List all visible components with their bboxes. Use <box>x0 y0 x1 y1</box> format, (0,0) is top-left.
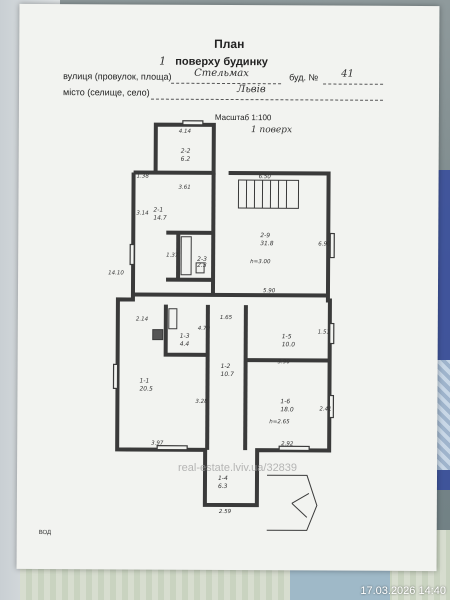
room-id: 2-9 <box>260 232 270 239</box>
dimension: 1.51 <box>318 329 330 335</box>
room-area: 6.3 <box>218 483 228 490</box>
dimension: 3.90 <box>278 359 291 365</box>
room-area: 6.2 <box>181 156 191 163</box>
height-note: h=3.00 <box>250 259 271 265</box>
dimension: 3.28 <box>195 399 208 405</box>
windows <box>112 120 335 452</box>
room-id: 1-3 <box>180 333 190 340</box>
dimension: 3.97 <box>151 441 164 447</box>
room-labels: 2-2 6.2 2-1 14.7 2-3 2.3 2-9 31.8 1-3 4.… <box>139 148 296 490</box>
room-id: 1-6 <box>280 398 290 405</box>
porch <box>266 474 318 531</box>
dimension: 14.10 <box>108 270 124 276</box>
room-id: 1-2 <box>221 363 231 370</box>
room-area: 31.8 <box>260 240 274 247</box>
room-id: 1-1 <box>139 378 149 385</box>
room-id: 1-4 <box>218 475 228 482</box>
room-area: 4.4 <box>180 341 190 348</box>
watermark: real-estate.lviv.ua/32839 <box>178 462 298 474</box>
dimension: 2.14 <box>136 317 149 323</box>
room-area: 10.7 <box>221 371 235 378</box>
dimension: 2.59 <box>219 509 232 515</box>
corner-text: ВОД <box>38 530 52 537</box>
photo-timestamp: 17.03.2026 14:40 <box>360 585 446 597</box>
walls <box>115 122 332 508</box>
room-area: 14.7 <box>153 215 167 222</box>
staircase <box>237 179 300 209</box>
room-id: 2-3 <box>197 256 207 263</box>
dimension: 4.70 <box>198 326 211 332</box>
room-area: 20.5 <box>139 386 153 393</box>
dimension-labels: 4.14 1.38 3.61 6.50 3.14 1.37 6.90 14.10… <box>108 129 332 515</box>
dimension: 1.38 <box>137 174 150 180</box>
dimension: 2.92 <box>281 441 294 447</box>
dimension: 4.14 <box>179 129 192 135</box>
bathroom-fixtures <box>152 236 205 341</box>
room-area: 18.0 <box>280 406 294 413</box>
dimension: 5.90 <box>263 288 276 294</box>
height-note: h=2.65 <box>269 419 290 425</box>
room-id: 2-2 <box>181 148 191 155</box>
floor-plan-drawing: 2-2 6.2 2-1 14.7 2-3 2.3 2-9 31.8 1-3 4.… <box>108 120 335 531</box>
dimension: 1.37 <box>166 253 179 259</box>
dimension: 6.90 <box>318 241 331 247</box>
dimension: 2.41 <box>319 406 331 412</box>
dimension: 6.50 <box>259 174 272 180</box>
floor-plan-sheet: План 1 поверху будинку вулиця (провулок,… <box>16 3 440 572</box>
room-id: 1-5 <box>282 333 292 340</box>
dimension: 3.61 <box>179 185 191 191</box>
dimension: 1.65 <box>220 315 233 321</box>
room-area: 2.3 <box>197 262 207 269</box>
room-area: 10.0 <box>282 341 296 348</box>
room-id: 2-1 <box>153 207 163 214</box>
dimension: 3.14 <box>136 211 149 217</box>
